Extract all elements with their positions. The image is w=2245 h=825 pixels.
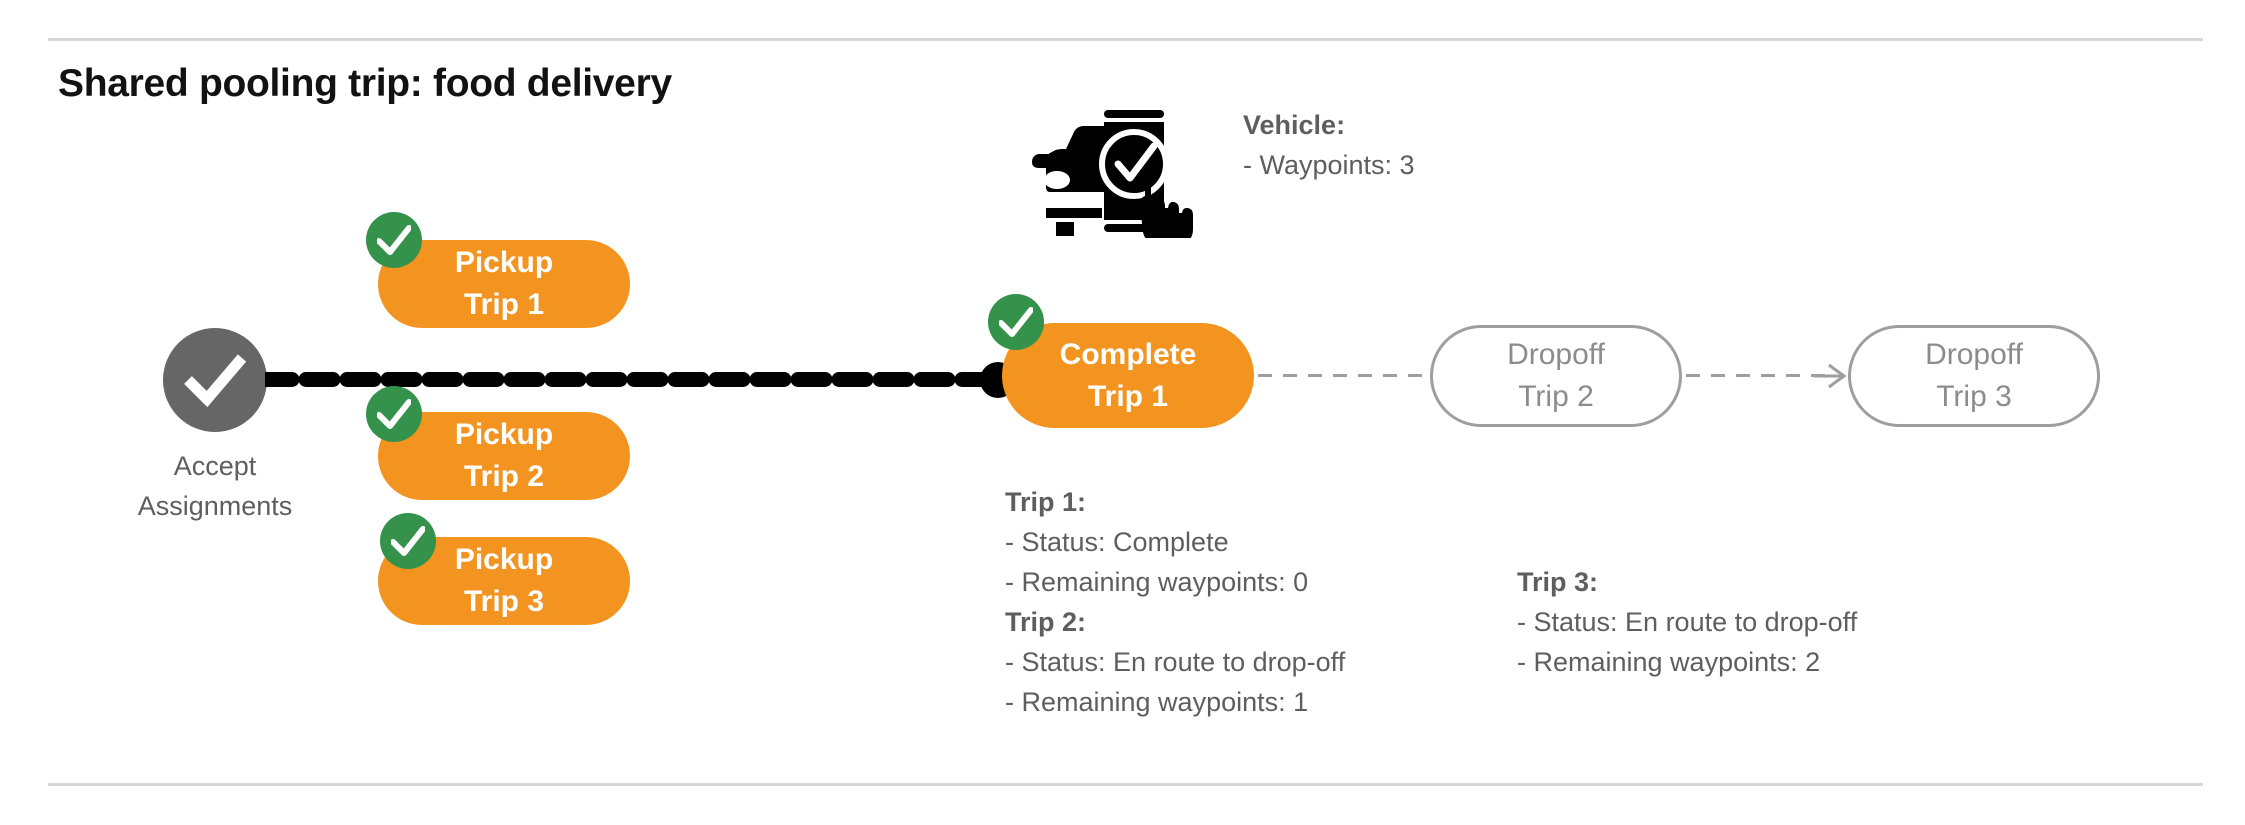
check-badge-complete-trip-1 <box>988 294 1044 350</box>
link-complete-to-dropoff-2 <box>1258 374 1426 377</box>
check-badge-pickup-1 <box>366 212 422 268</box>
dropoff-2-line1: Dropoff <box>1507 338 1605 371</box>
check-badge-pickup-3 <box>380 513 436 569</box>
pickup-2-line2: Trip 2 <box>463 460 545 493</box>
pickup-1-line2: Trip 1 <box>463 288 545 321</box>
callout-trip-3: Trip 3: - Status: En route to drop-off -… <box>1517 562 1857 682</box>
pickup-3-line1: Pickup <box>454 543 554 576</box>
callout-trip2-waypoints: - Remaining waypoints: 1 <box>1005 687 1309 717</box>
callout-trip2-heading: Trip 2: <box>1005 607 1087 637</box>
node-dropoff-trip-2[interactable]: Dropoff Trip 2 <box>1430 325 1682 427</box>
node-pickup-trip-2[interactable]: Pickup Trip 2 <box>378 412 630 500</box>
pickup-1-line1: Pickup <box>454 246 554 279</box>
accept-circle <box>163 328 267 432</box>
arrowhead-icon <box>1814 363 1846 389</box>
callout-trip1-status: - Status: Complete <box>1005 527 1229 557</box>
dropoff-3-line1: Dropoff <box>1925 338 2023 371</box>
link-dropoff-2-to-dropoff-3 <box>1686 374 1826 377</box>
page-title: Shared pooling trip: food delivery <box>58 62 672 105</box>
node-complete-trip-1[interactable]: Complete Trip 1 <box>1002 323 1254 428</box>
callout-trip3-status: - Status: En route to drop-off <box>1517 607 1858 637</box>
pickup-3-line2: Trip 3 <box>463 585 545 618</box>
check-badge-pickup-2 <box>366 386 422 442</box>
complete-1-line2: Trip 1 <box>1087 379 1169 413</box>
callout-trip1-heading: Trip 1: <box>1005 487 1087 517</box>
divider-bottom <box>48 783 2203 786</box>
node-accept-assignments[interactable]: Accept Assignments <box>138 328 292 521</box>
callout-trip2-status: - Status: En route to drop-off <box>1005 647 1346 677</box>
callout-vehicle: Vehicle: - Waypoints: 3 <box>1243 105 1415 185</box>
trunk-dashed-line <box>265 372 1000 387</box>
callout-vehicle-waypoints: - Waypoints: 3 <box>1243 150 1415 180</box>
accept-assignments-label: Accept Assignments <box>111 446 319 526</box>
check-circle-icon <box>184 354 247 408</box>
vehicle-app-check-icon <box>1032 110 1193 238</box>
dropoff-3-line2: Trip 3 <box>1936 380 2012 413</box>
pickup-2-line1: Pickup <box>454 418 554 451</box>
accept-label-line1: Accept <box>173 451 257 481</box>
node-pickup-trip-1[interactable]: Pickup Trip 1 <box>378 240 630 328</box>
callout-trip3-heading: Trip 3: <box>1517 567 1599 597</box>
divider-top <box>48 38 2203 41</box>
accept-label-line2: Assignments <box>137 491 293 521</box>
node-dropoff-trip-3[interactable]: Dropoff Trip 3 <box>1848 325 2100 427</box>
complete-1-line1: Complete <box>1059 337 1197 371</box>
node-pickup-trip-3[interactable]: Pickup Trip 3 <box>378 537 630 625</box>
callout-vehicle-heading: Vehicle: <box>1243 110 1346 140</box>
callout-trip-1-and-2: Trip 1: - Status: Complete - Remaining w… <box>1005 482 1345 722</box>
callout-trip1-waypoints: - Remaining waypoints: 0 <box>1005 567 1309 597</box>
dropoff-2-line2: Trip 2 <box>1518 380 1594 413</box>
callout-trip3-waypoints: - Remaining waypoints: 2 <box>1517 647 1821 677</box>
